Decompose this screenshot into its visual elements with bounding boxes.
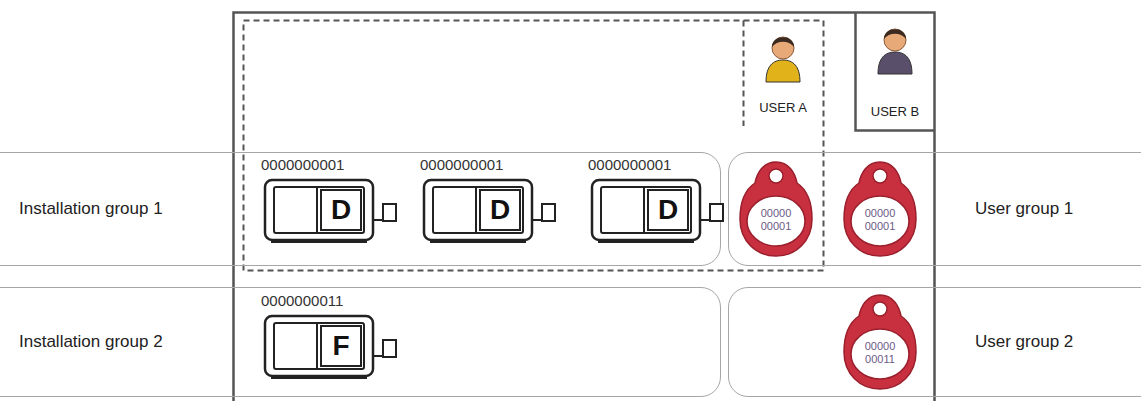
person-hair (772, 37, 794, 47)
installation-machine: 0000000001D (586, 156, 731, 254)
machine-base (598, 241, 694, 243)
installation-machine: 0000000001D (418, 156, 563, 254)
machine-panel (274, 323, 364, 369)
key-fob: 00000 00011 (843, 292, 917, 392)
fob-shell (844, 162, 916, 256)
side-unit (383, 204, 396, 221)
panel-divider (316, 187, 318, 233)
user-figure: USER B (855, 12, 935, 130)
group-label: Installation group 2 (19, 332, 163, 352)
letter-box (648, 190, 688, 230)
machine-body (265, 316, 373, 376)
machine-body (265, 180, 373, 240)
machine-base (271, 241, 367, 243)
person-head (884, 29, 906, 51)
user-a-scope (244, 21, 824, 271)
machine-letter: F (322, 327, 360, 365)
panel-divider (643, 187, 645, 233)
fob-hole (873, 169, 887, 183)
fob-hole (873, 302, 887, 316)
group-label: User group 1 (975, 199, 1073, 219)
user-b-box (856, 13, 935, 131)
system-boundary (234, 13, 935, 401)
key-id: 00000 00001 (856, 207, 904, 232)
group-label: User group 2 (975, 332, 1073, 352)
machine-id: 0000000001 (588, 156, 671, 173)
group-band: Installation group 2 0000000011F (0, 287, 721, 397)
key-id: 00000 00011 (856, 340, 904, 365)
key-id: 00000 00001 (752, 207, 800, 232)
installation-machine: 0000000011F (259, 292, 404, 390)
user-label: USER A (743, 100, 823, 115)
key-fob: 00000 00001 (843, 159, 917, 259)
user-figure: USER A (743, 20, 823, 126)
machine-id: 0000000011 (261, 292, 343, 309)
group-band: User group 2 00000 00011 (728, 287, 1141, 397)
user-a-divider (743, 21, 745, 127)
fob-shell (844, 295, 916, 389)
group-band: User group 1 00000 00001 00000 00001 (728, 152, 1141, 266)
fob-face (851, 329, 909, 379)
machine-id: 0000000001 (420, 156, 503, 173)
side-unit (383, 340, 396, 357)
panel-divider (475, 187, 477, 233)
key-fob: 00000 00001 (739, 159, 813, 259)
machine-panel (601, 187, 691, 233)
machine-base (430, 241, 526, 243)
machine-panel (274, 187, 364, 233)
side-unit (710, 204, 723, 221)
user-label: USER B (855, 104, 935, 119)
person-body (878, 52, 912, 74)
installation-machine: 0000000001D (259, 156, 404, 254)
fob-face (851, 196, 909, 246)
fob-face (747, 196, 805, 246)
letter-box (480, 190, 520, 230)
machine-body (424, 180, 532, 240)
machine-id: 0000000001 (261, 156, 344, 173)
fob-hole (769, 169, 783, 183)
person-head (772, 37, 794, 59)
machine-base (271, 377, 367, 379)
person-hair (884, 29, 906, 39)
letter-box (321, 190, 361, 230)
side-unit (542, 204, 555, 221)
machine-letter: D (481, 191, 519, 229)
machine-letter: D (649, 191, 687, 229)
group-band: Installation group 10000000001D000000000… (0, 152, 721, 266)
letter-box (321, 326, 361, 366)
group-label: Installation group 1 (19, 199, 163, 219)
machine-body (592, 180, 700, 240)
machine-panel (433, 187, 523, 233)
fob-shell (740, 162, 812, 256)
machine-letter: D (322, 191, 360, 229)
person-body (766, 60, 800, 82)
panel-divider (316, 323, 318, 369)
